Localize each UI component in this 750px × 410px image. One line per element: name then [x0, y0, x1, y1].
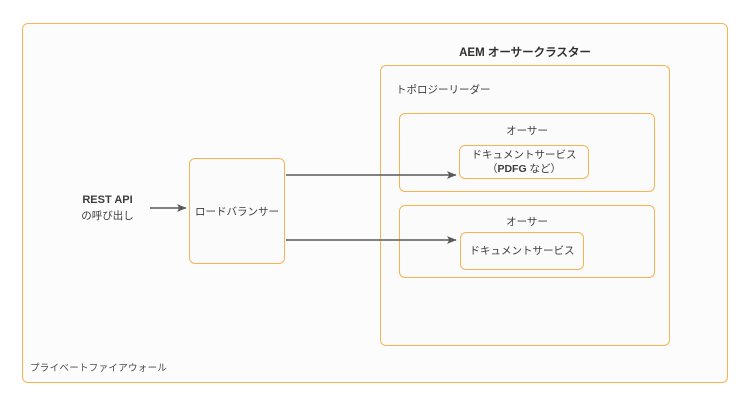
document-service-node-2-label: ドキュメントサービス [469, 245, 575, 257]
author-node-2-title: オーサー [506, 216, 548, 228]
rest-api-caller-label: REST API の呼び出し [60, 192, 155, 224]
pdfg-paren-close: など） [526, 163, 562, 175]
private-firewall-label: プライベートファイアウォール [30, 363, 168, 374]
document-service-node-1-sublabel: （PDFG など） [472, 162, 577, 176]
pdfg-abbrev: PDFG [497, 163, 527, 175]
topology-leader-label: トポロジーリーダー [396, 84, 491, 96]
load-balancer-label: ロードバランサー [195, 205, 279, 218]
document-service-node-1-label: ドキュメントサービス [471, 149, 577, 161]
pdfg-paren-open: （ [486, 163, 498, 175]
author-node-1-title: オーサー [506, 125, 548, 137]
document-service-node-2-text: ドキュメントサービス [470, 244, 575, 258]
rest-api-title: REST API [82, 194, 133, 206]
document-service-node-1-text: ドキュメントサービス （PDFG など） [472, 148, 577, 176]
document-service-node-2: ドキュメントサービス [460, 232, 584, 270]
document-service-node-1: ドキュメントサービス （PDFG など） [459, 145, 589, 179]
load-balancer-node: ロードバランサー [189, 158, 285, 264]
aem-author-cluster-title: AEM オーサークラスター [459, 47, 591, 59]
rest-api-subtitle: の呼び出し [81, 210, 134, 222]
